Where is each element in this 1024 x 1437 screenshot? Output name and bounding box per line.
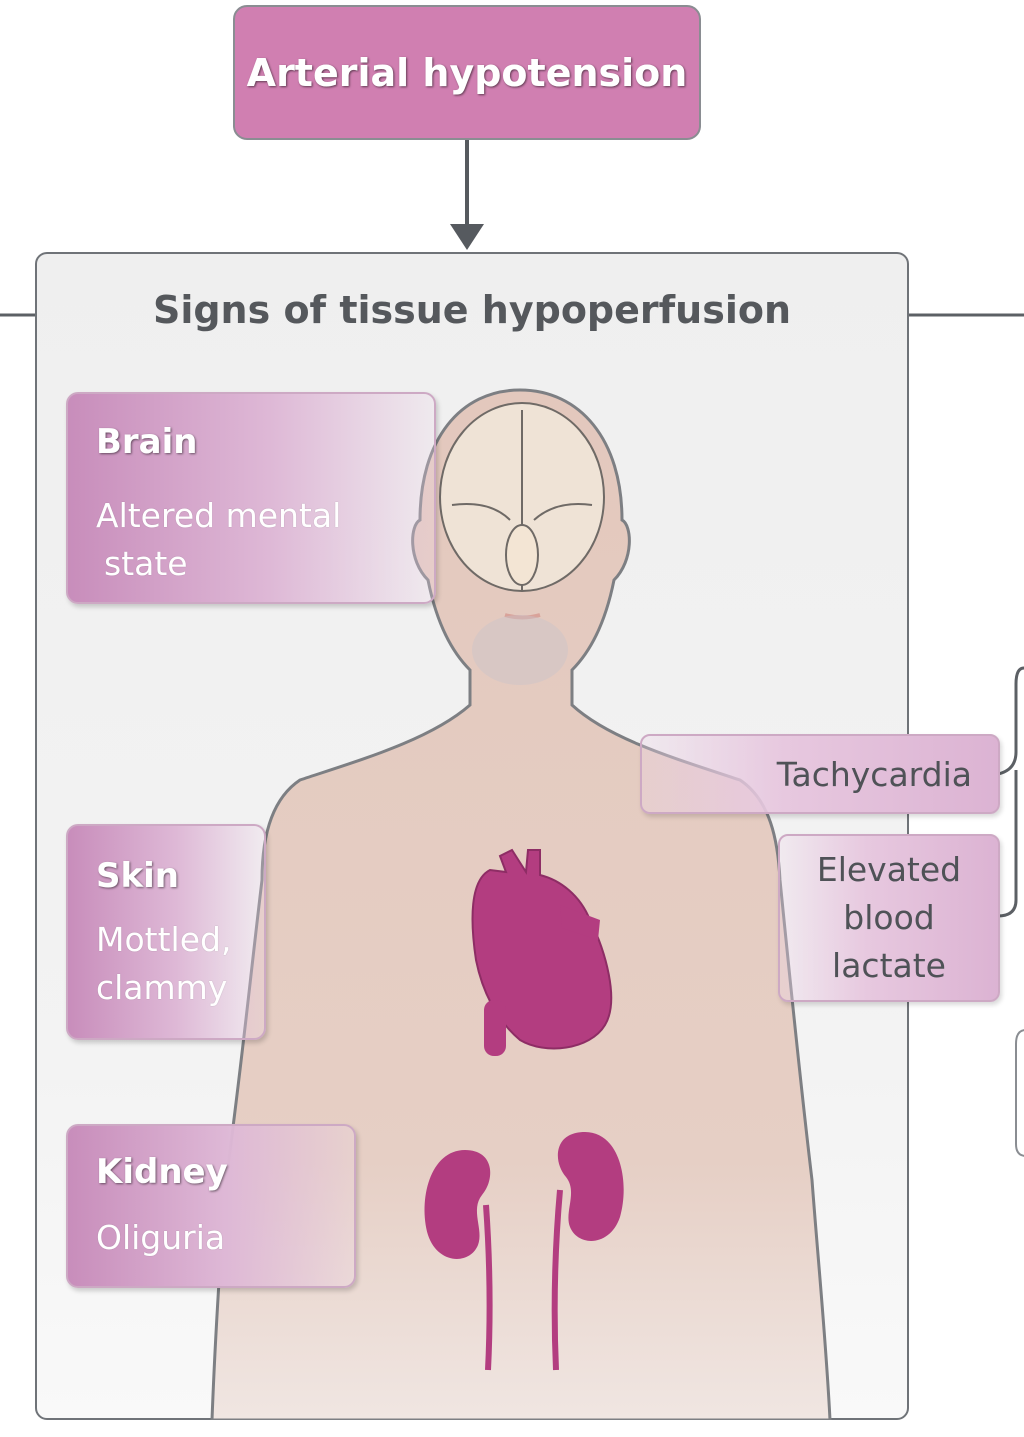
skin-label: Skin — [96, 856, 179, 896]
elevated-lactate-box: Elevated blood lactate — [778, 834, 1000, 1002]
heart-icon — [471, 848, 613, 1050]
heart-artery — [560, 905, 600, 940]
brain-label: Brain — [96, 422, 198, 462]
kidney-label: Kidney — [96, 1152, 228, 1192]
panel-title: Signs of tissue hypoperfusion — [152, 288, 792, 332]
kidney-sign: Oliguria — [96, 1218, 226, 1257]
left-kidney-icon — [424, 1150, 491, 1259]
arrow-head-icon — [450, 224, 484, 250]
skin-sign: Mottled, — [96, 920, 232, 959]
heart-vessel — [484, 1000, 506, 1056]
human-body-illustration — [210, 388, 832, 1420]
left-ureter — [483, 1204, 493, 1371]
beard-shadow — [472, 615, 568, 685]
right-kidney-icon — [557, 1132, 624, 1241]
arterial-hypotension-label: Arterial hypotension — [246, 50, 688, 95]
arterial-hypotension-box: Arterial hypotension — [233, 5, 701, 140]
kidney-label-box: Kidney Oliguria — [66, 1124, 356, 1288]
brainstem — [505, 524, 539, 586]
skin-sign-line2: clammy — [96, 968, 228, 1007]
bracket-tachycardia — [980, 666, 1024, 776]
offscreen-box-edge — [1015, 1029, 1024, 1157]
lactate-line-2: blood — [843, 898, 935, 937]
brain-sign: Altered mental — [96, 496, 342, 535]
tachycardia-box: Tachycardia — [640, 734, 1000, 814]
skin-label-box: Skin Mottled, clammy — [66, 824, 266, 1040]
brain-sign-line2: state — [104, 544, 188, 583]
lactate-line-3: lactate — [832, 946, 946, 985]
tachycardia-label: Tachycardia — [776, 754, 972, 794]
mouth — [504, 613, 541, 620]
brain-label-box: Brain Altered mental state — [66, 392, 436, 604]
right-ureter — [551, 1189, 563, 1371]
lactate-line-1: Elevated — [816, 850, 962, 889]
